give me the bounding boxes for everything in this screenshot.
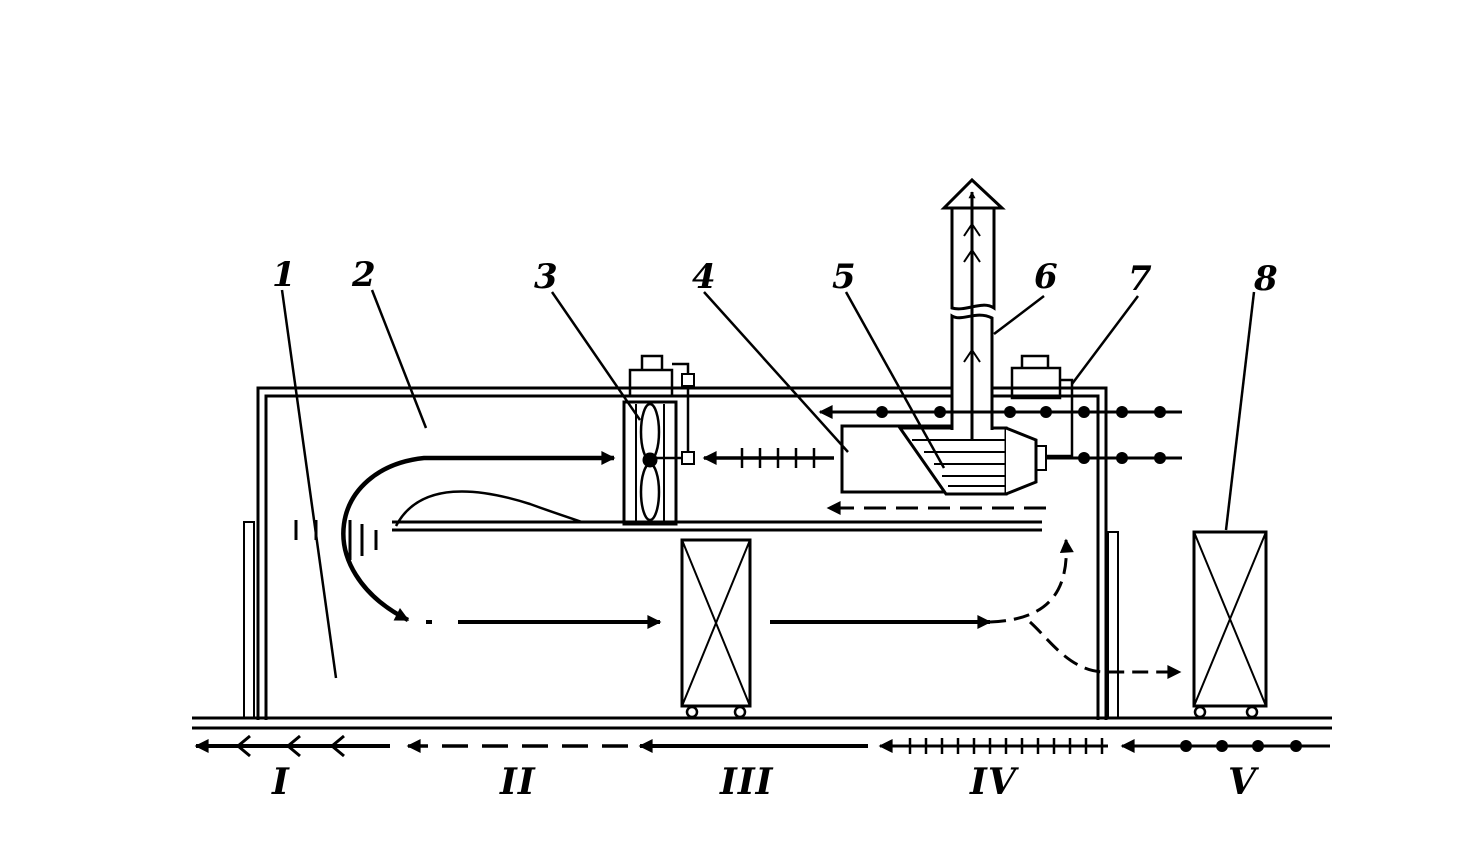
partition-plate bbox=[392, 490, 1042, 532]
callout-6: 6 bbox=[1034, 257, 1058, 297]
floor-rails bbox=[192, 716, 1332, 730]
cart-outside bbox=[1192, 530, 1268, 719]
callout-3: 3 bbox=[534, 257, 558, 297]
callout-7: 7 bbox=[1128, 259, 1152, 299]
callout-5: 5 bbox=[832, 257, 856, 297]
zone-label-1: I bbox=[272, 761, 290, 803]
zone-label-4: IV bbox=[970, 761, 1017, 803]
fuel-pump bbox=[1010, 354, 1074, 458]
zone-label-3: III bbox=[720, 761, 774, 803]
callout-2: 2 bbox=[352, 255, 376, 295]
burner-body bbox=[897, 426, 1047, 496]
zone-label-5: V bbox=[1228, 761, 1257, 803]
leader-lines bbox=[280, 289, 1256, 679]
zone-label-2: II bbox=[500, 761, 536, 803]
cart-inside bbox=[680, 538, 752, 719]
fan-unit bbox=[622, 354, 695, 526]
callout-8: 8 bbox=[1254, 259, 1278, 299]
callout-4: 4 bbox=[692, 257, 716, 297]
callout-1: 1 bbox=[272, 255, 296, 295]
zone-indicator-lines bbox=[194, 734, 1330, 758]
flow-dots bbox=[876, 406, 1302, 752]
airflow-arrows bbox=[294, 191, 1182, 679]
